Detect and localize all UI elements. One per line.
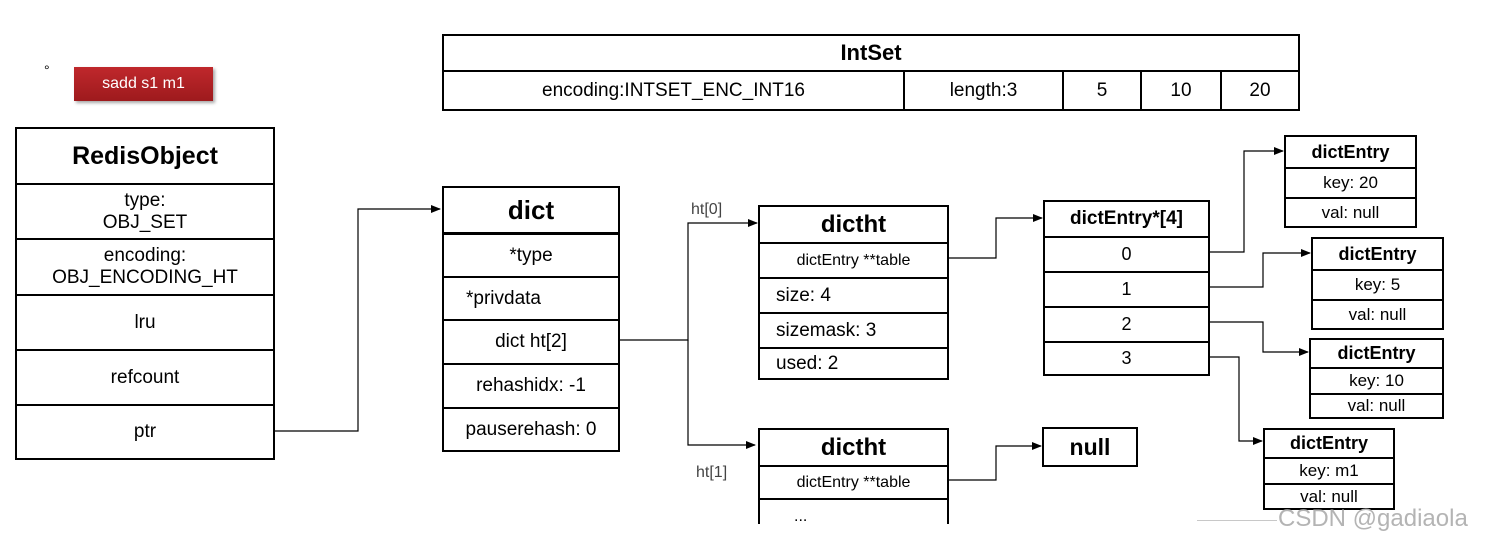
arrow-table1-to-null	[947, 442, 1042, 481]
intset-encoding: encoding:INTSET_ENC_INT16	[444, 72, 905, 109]
dictht-0-box: dictht dictEntry **table size: 4 sizemas…	[758, 205, 949, 380]
redis-object-lru: lru	[17, 294, 273, 349]
dictht-1-table: dictEntry **table	[760, 465, 947, 498]
dict-entry-box: dictEntry key: 10 val: null	[1309, 338, 1444, 419]
dict-box: dict *type *privdata dict ht[2] rehashid…	[442, 186, 620, 452]
dict-title: dict	[444, 188, 618, 233]
encoding-value: OBJ_ENCODING_HT	[52, 267, 238, 288]
dict-entry-val: val: null	[1313, 299, 1442, 328]
ht0-label: ht[0]	[691, 201, 723, 218]
type-label: type:	[124, 189, 166, 211]
dict-entry-box: dictEntry key: 20 val: null	[1284, 135, 1417, 228]
dictht-0-used: used: 2	[760, 347, 947, 378]
dict-field-rehashidx: rehashidx: -1	[444, 363, 618, 407]
dictht-0-title: dictht	[820, 210, 887, 238]
dict-entry-title: dictEntry	[1338, 243, 1417, 264]
ht1-label: ht[1]	[696, 464, 728, 481]
arrow-slot1-to-entry5	[1209, 249, 1311, 288]
redis-object-encoding: encoding: OBJ_ENCODING_HT	[17, 238, 273, 294]
intset-length: length:3	[905, 72, 1064, 109]
bucket-array-box: dictEntry*[4] 0 1 2 3	[1043, 200, 1210, 376]
arrow-ptr-to-dict	[274, 205, 441, 432]
dictht-0-sizemask: sizemask: 3	[760, 312, 947, 347]
intset-table: IntSet encoding:INTSET_ENC_INT16 length:…	[442, 34, 1300, 111]
dictht-1-box: dictht dictEntry **table ...	[758, 428, 949, 526]
dict-entry-title: dictEntry	[1311, 141, 1390, 162]
bucket-slot: 2	[1045, 306, 1208, 341]
dict-entry-key: key: m1	[1265, 457, 1393, 483]
dict-entry-val: val: null	[1286, 197, 1415, 226]
dictht-1-title: dictht	[820, 433, 887, 461]
bucket-slot: 1	[1045, 271, 1208, 306]
bucket-array-title: dictEntry*[4]	[1070, 208, 1183, 229]
watermark-rule	[1197, 520, 1277, 521]
intset-value: 5	[1064, 72, 1142, 109]
arrow-slot0-to-entry20	[1209, 147, 1284, 253]
sadd-command-button[interactable]: sadd s1 m1	[74, 67, 213, 101]
redis-object-type: type: OBJ_SET	[17, 183, 273, 238]
arrow-ht-to-ht0	[619, 219, 758, 341]
redis-object-box: RedisObject type: OBJ_SET encoding: OBJ_…	[15, 127, 275, 460]
dictht-1-more: ...	[760, 498, 947, 526]
dict-entry-val: val: null	[1311, 393, 1442, 417]
arrow-ht-to-ht1	[687, 340, 756, 449]
intset-title: IntSet	[444, 36, 1298, 72]
encoding-label: encoding:	[103, 245, 187, 266]
dict-entry-title: dictEntry	[1289, 433, 1368, 453]
dictht-0-size: size: 4	[760, 277, 947, 312]
dict-entry-box: dictEntry key: 5 val: null	[1311, 237, 1444, 330]
bucket-slot: 0	[1045, 236, 1208, 271]
dict-field-ht: dict ht[2]	[444, 319, 618, 363]
dict-entry-title: dictEntry	[1337, 343, 1416, 363]
bucket-slot: 3	[1045, 341, 1208, 374]
redis-object-ptr: ptr	[17, 404, 273, 458]
dict-entry-key: key: 10	[1311, 367, 1442, 393]
dict-field-pauserehash: pauserehash: 0	[444, 407, 618, 450]
dict-field-privdata: *privdata	[444, 276, 618, 319]
intset-value: 20	[1249, 79, 1271, 101]
bullet-mark: °	[44, 62, 50, 78]
redis-object-title: RedisObject	[72, 141, 218, 170]
arrow-slot3-to-entrym1	[1209, 356, 1263, 445]
dict-entry-key: key: 5	[1313, 269, 1442, 299]
intset-value: 10	[1142, 72, 1222, 109]
dict-field-type: *type	[444, 233, 618, 276]
dict-entry-key: key: 20	[1286, 167, 1415, 197]
dict-entry-val: val: null	[1265, 483, 1393, 508]
type-value: OBJ_SET	[102, 211, 188, 233]
null-box: null	[1042, 427, 1138, 467]
arrow-table-to-buckets	[947, 214, 1043, 259]
dictht-0-table: dictEntry **table	[760, 242, 947, 277]
arrow-slot2-to-entry10	[1209, 321, 1309, 356]
redis-object-refcount: refcount	[17, 349, 273, 404]
dict-entry-box: dictEntry key: m1 val: null	[1263, 428, 1395, 510]
watermark-text: CSDN @gadiaola	[1278, 505, 1468, 532]
